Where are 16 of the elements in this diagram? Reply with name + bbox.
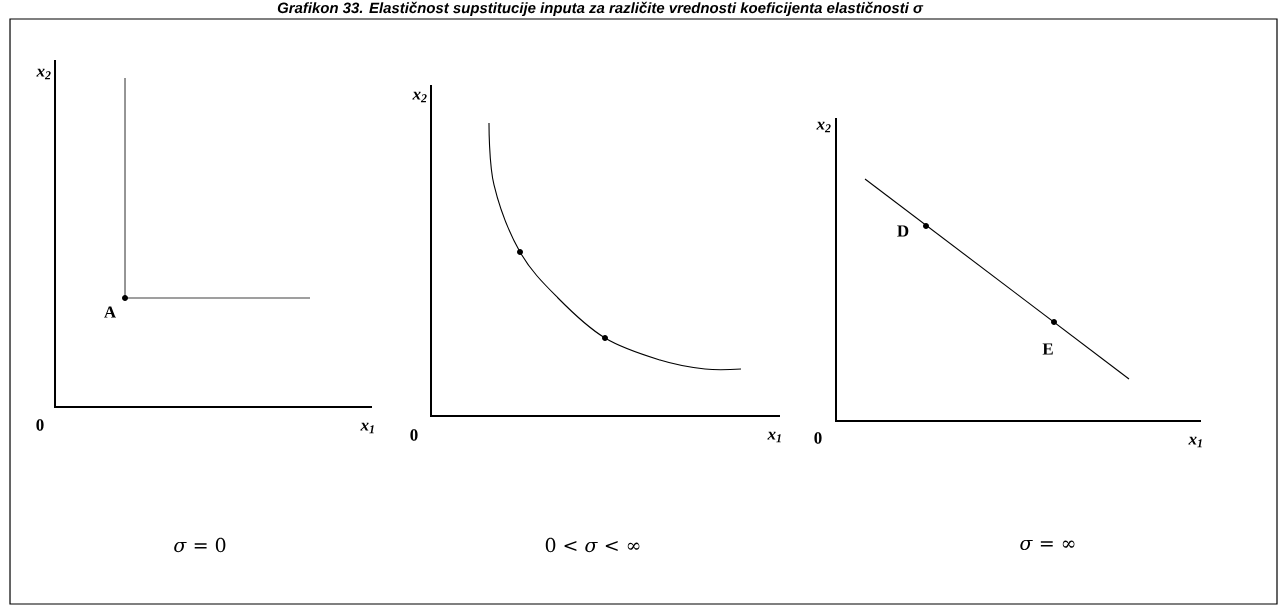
axis-label: x$_{2}$ (816, 121, 831, 133)
origin-label: 0 (36, 419, 44, 431)
axis-label: x$_{1}$ (1188, 436, 1202, 448)
point-label: E (1042, 343, 1053, 355)
sigma-formula: 0 < σ < ∞ (545, 537, 640, 553)
axis-label: x$_{1}$ (767, 431, 781, 443)
figure-title: Grafikon 33. Elastičnost supstitucije inputa za različite vrednosti koeficijenta elastičnosti σ (277, 1, 924, 17)
axis-label: x$_{2}$ (36, 68, 51, 80)
axis-label: x$_{1}$ (360, 422, 374, 434)
axis-label: x$_{2}$ (412, 91, 427, 103)
point-label: D (897, 225, 909, 237)
sigma-formula: σ = 0 (174, 537, 226, 553)
origin-label: 0 (410, 429, 418, 441)
sigma-formula: σ = ∞ (1020, 539, 1075, 551)
point-label: A (104, 306, 116, 318)
origin-label: 0 (814, 432, 822, 444)
